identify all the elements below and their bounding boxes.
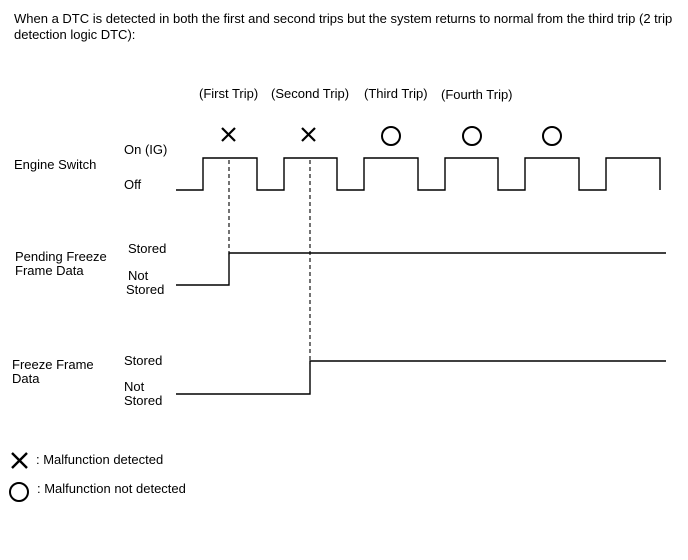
diagram-caption: When a DTC is detected in both the first… (14, 11, 673, 42)
trip-label-first: (First Trip) (199, 86, 259, 101)
freeze-frame-stored-label: Stored (124, 353, 163, 368)
freeze-frame-waveform (176, 360, 666, 395)
engine-switch-waveform (176, 157, 661, 191)
x-mark-second-trip (301, 127, 316, 142)
pending-freeze-waveform (176, 252, 666, 286)
engine-switch-off-label: Off (124, 177, 142, 192)
o-mark-fifth-trip (542, 126, 562, 146)
legend-o-label: : Malfunction not detected (37, 481, 186, 496)
x-mark-first-trip (221, 127, 236, 142)
o-mark-fourth-trip (462, 126, 482, 146)
pending-freeze-not-label: Not (128, 268, 149, 283)
trip-label-third: (Third Trip) (364, 86, 428, 101)
freeze-frame-notstored-label: Stored (124, 393, 163, 408)
engine-switch-label: Engine Switch (14, 157, 97, 172)
legend-o-icon (9, 482, 29, 502)
pending-freeze-label-line1: Pending Freeze (15, 249, 107, 264)
pending-freeze-stored-label: Stored (128, 241, 167, 256)
o-mark-third-trip (381, 126, 401, 146)
legend-x-label: : Malfunction detected (36, 452, 164, 467)
trip-label-second: (Second Trip) (271, 86, 350, 101)
freeze-frame-label-line2: Data (12, 371, 40, 386)
trip-label-fourth: (Fourth Trip) (441, 87, 513, 102)
legend-x-icon (11, 452, 28, 469)
pending-freeze-label-line2: Frame Data (15, 263, 84, 278)
pending-freeze-notstored-label: Stored (126, 282, 165, 297)
freeze-frame-label-line1: Freeze Frame (12, 357, 94, 372)
engine-switch-on-label: On (IG) (124, 142, 168, 157)
freeze-frame-not-label: Not (124, 379, 145, 394)
